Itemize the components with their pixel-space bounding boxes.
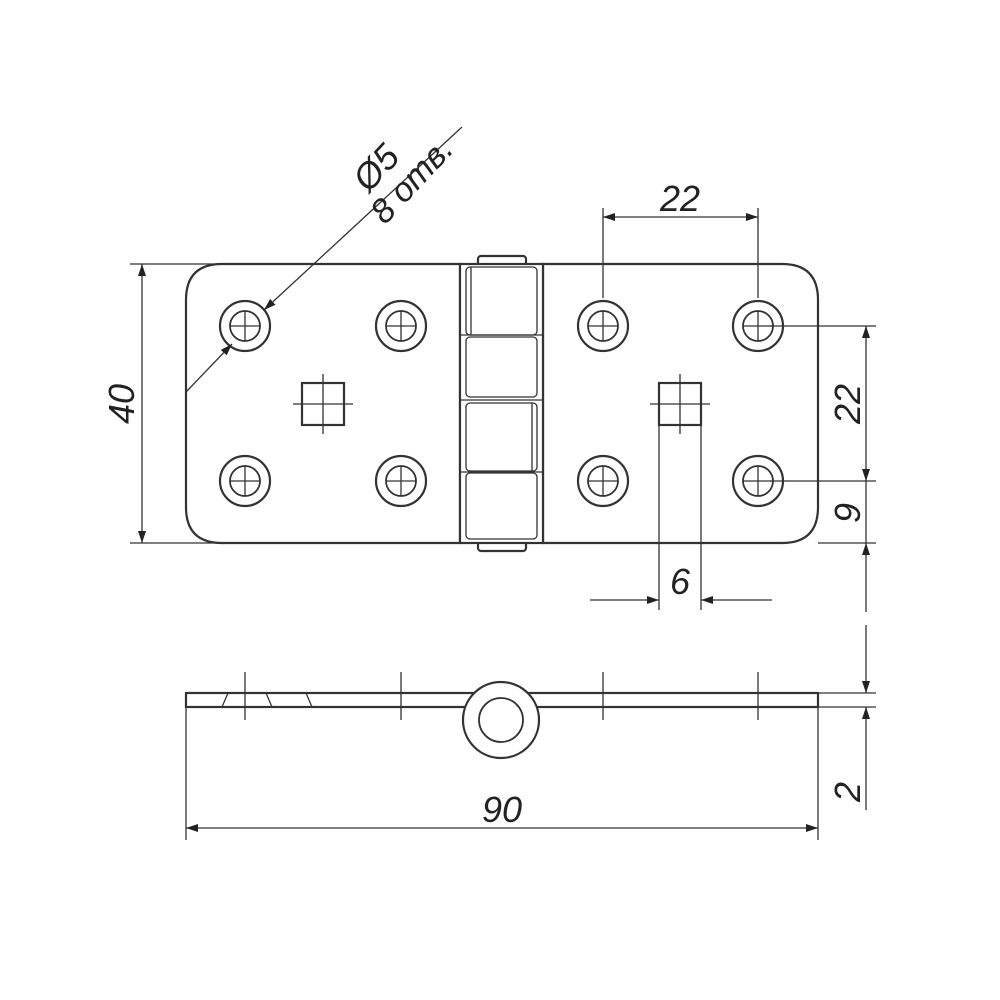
length-label: 90	[482, 789, 522, 830]
hinge-side-view	[184, 672, 820, 760]
screw-hole	[374, 299, 428, 353]
height-label: 40	[101, 384, 142, 424]
knuckles	[458, 262, 545, 545]
square-hole-width-dimension: 6	[590, 425, 772, 610]
side-knuckle	[461, 680, 541, 760]
square-hole-left	[293, 374, 353, 434]
edge-offset-label: 9	[827, 503, 868, 523]
length-dimension: 90	[185, 700, 819, 840]
screw-hole	[218, 299, 272, 353]
square-hole-width-label: 6	[670, 561, 691, 602]
hinge-top-view	[184, 254, 820, 553]
screw-hole	[218, 454, 272, 508]
screw-hole	[374, 454, 428, 508]
hole-spacing-horizontal-label: 22	[659, 178, 700, 219]
screw-hole	[576, 299, 630, 353]
hole-spacing-horizontal-dimension: 22	[602, 178, 759, 298]
hole-spacing-vertical-dimension: 22	[770, 325, 876, 482]
hole-spacing-vertical-label: 22	[827, 384, 868, 425]
height-dimension: 40	[101, 263, 222, 544]
thickness-dimension: 2	[818, 625, 876, 810]
edge-offset-dimension: 9	[818, 481, 876, 612]
screw-holes	[218, 299, 785, 508]
square-hole-right	[650, 374, 710, 434]
thickness-label: 2	[827, 782, 868, 803]
screw-hole	[576, 454, 630, 508]
